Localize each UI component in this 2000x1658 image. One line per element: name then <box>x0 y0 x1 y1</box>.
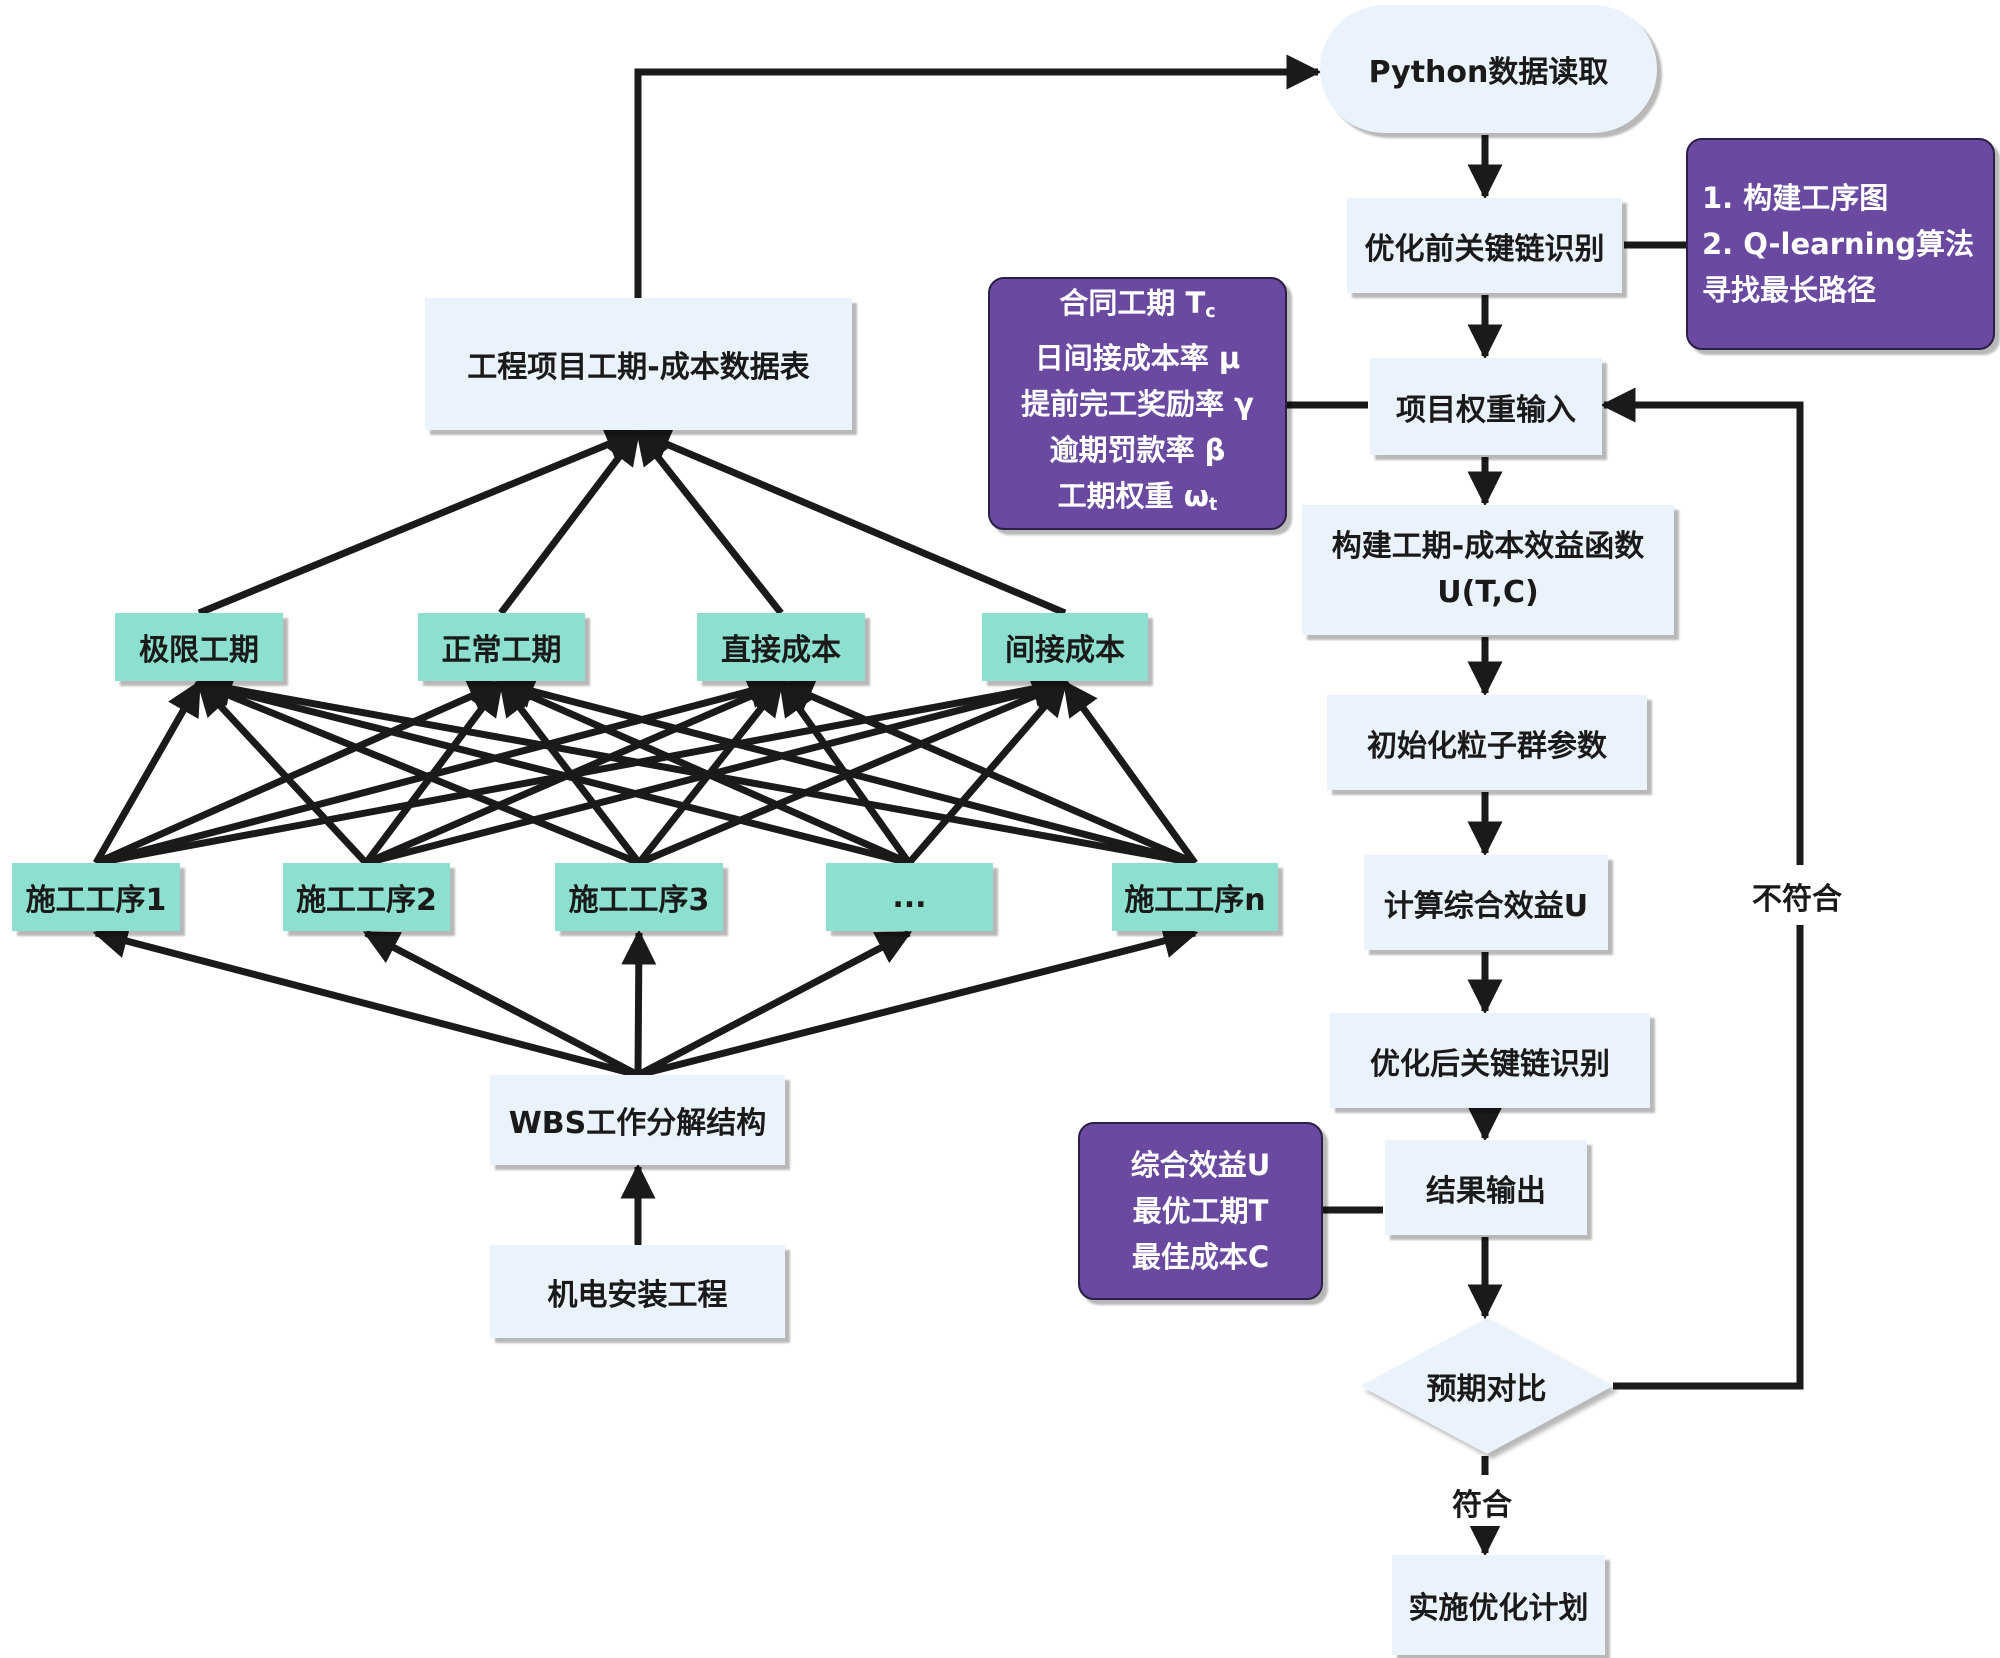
python-read-node: Python数据读取 <box>1320 5 1657 133</box>
process-to-indicator-arrow <box>196 680 369 866</box>
process-to-indicator-arrow <box>498 680 642 866</box>
weight-input-node: 项目权重输入 <box>1370 358 1602 455</box>
indicator-node-direct-cost: 直接成本 <box>697 613 865 681</box>
indicator-to-table-arrow <box>498 429 641 616</box>
utility-title: 构建工期-成本效益函数 <box>1331 529 1645 564</box>
compare-diamond <box>1360 1318 1613 1454</box>
pass-label: 符合 <box>1452 1478 1512 1526</box>
process-to-indicator-arrow <box>497 673 1196 867</box>
process-to-indicator-arrow <box>195 673 910 867</box>
process-to-indicator-arrow <box>363 680 504 866</box>
weight-params-note: 合同工期 Tc 日间接成本率 μ 提前完工奖励率 γ 逾期罚款率 β 工期权重 … <box>988 277 1287 530</box>
wbs-to-process-arrow <box>637 923 1199 1079</box>
process-to-indicator-arrow <box>195 678 641 867</box>
indicator-to-table-arrow <box>635 429 784 616</box>
post-chain-node: 优化后关键链识别 <box>1330 1013 1650 1108</box>
fail-loop-line-lower <box>1613 925 1804 1390</box>
result-line: 最优工期T <box>1132 1194 1269 1228</box>
result-items-note: 综合效益U 最优工期T 最佳成本C <box>1078 1122 1323 1300</box>
result-line: 综合效益U <box>1130 1148 1271 1182</box>
indicator-node-limit-duration: 极限工期 <box>115 613 283 681</box>
process-to-indicator-arrow <box>777 679 1197 867</box>
init-pso-node: 初始化粒子群参数 <box>1327 695 1647 790</box>
result-output-node: 结果输出 <box>1385 1140 1587 1235</box>
note-line: 1. 构建工序图 <box>1702 181 1889 215</box>
indicator-node-normal-duration: 正常工期 <box>418 613 585 681</box>
wbs-to-process-arrow <box>92 924 639 1079</box>
process-node-n: 施工工序n <box>1112 863 1278 931</box>
process-node-ellipsis: ... <box>826 863 993 931</box>
param-line: 合同工期 Tc <box>1059 285 1216 322</box>
process-to-indicator-arrow <box>195 671 1196 867</box>
result-line: 最佳成本C <box>1131 1240 1270 1274</box>
pre-chain-note: 1. 构建工序图 2. Q-learning算法 寻找最长路径 <box>1686 138 1995 350</box>
process-node-2: 施工工序2 <box>283 863 450 931</box>
process-node-3: 施工工序3 <box>555 863 723 931</box>
table-to-python-arrow <box>634 54 1322 298</box>
data-table-node: 工程项目工期-成本数据表 <box>425 298 852 430</box>
process-to-indicator-arrow <box>94 679 505 867</box>
process-to-indicator-arrow <box>92 679 203 865</box>
pre-chain-node: 优化前关键链识别 <box>1347 198 1622 293</box>
wbs-to-process-arrow <box>636 929 913 1079</box>
note-line: 寻找最长路径 <box>1702 273 1877 307</box>
indicator-to-table-arrow <box>197 427 642 617</box>
process-to-indicator-arrow <box>95 674 785 867</box>
note-line: 2. Q-learning算法 <box>1702 227 1974 261</box>
param-line: 逾期罚款率 β <box>1049 432 1226 467</box>
implement-plan-node: 实施优化计划 <box>1392 1555 1605 1655</box>
wbs-node: WBS工作分解结构 <box>490 1075 785 1165</box>
wbs-to-process-arrow <box>362 929 640 1079</box>
utility-function-node: 构建工期-成本效益函数 U(T,C) <box>1302 505 1674 635</box>
utility-formula: U(T,C) <box>1437 575 1539 610</box>
fail-loop-arrow <box>1600 387 1804 865</box>
param-line: 工期权重 ωt <box>1057 478 1218 515</box>
param-line: 提前完工奖励率 γ <box>1021 386 1254 421</box>
process-node-1: 施工工序1 <box>12 863 180 931</box>
indicator-to-table-arrow <box>634 428 1067 617</box>
process-to-indicator-arrow <box>1062 680 1198 866</box>
project-node: 机电安装工程 <box>490 1245 785 1338</box>
calc-utility-node: 计算综合效益U <box>1364 855 1608 950</box>
indicator-node-indirect-cost: 间接成本 <box>982 613 1148 681</box>
compare-label: 预期对比 <box>1426 1372 1547 1407</box>
param-line: 日间接成本率 μ <box>1034 340 1241 375</box>
wbs-to-process-arrow <box>621 929 657 1076</box>
fail-label: 不符合 <box>1752 870 1842 922</box>
